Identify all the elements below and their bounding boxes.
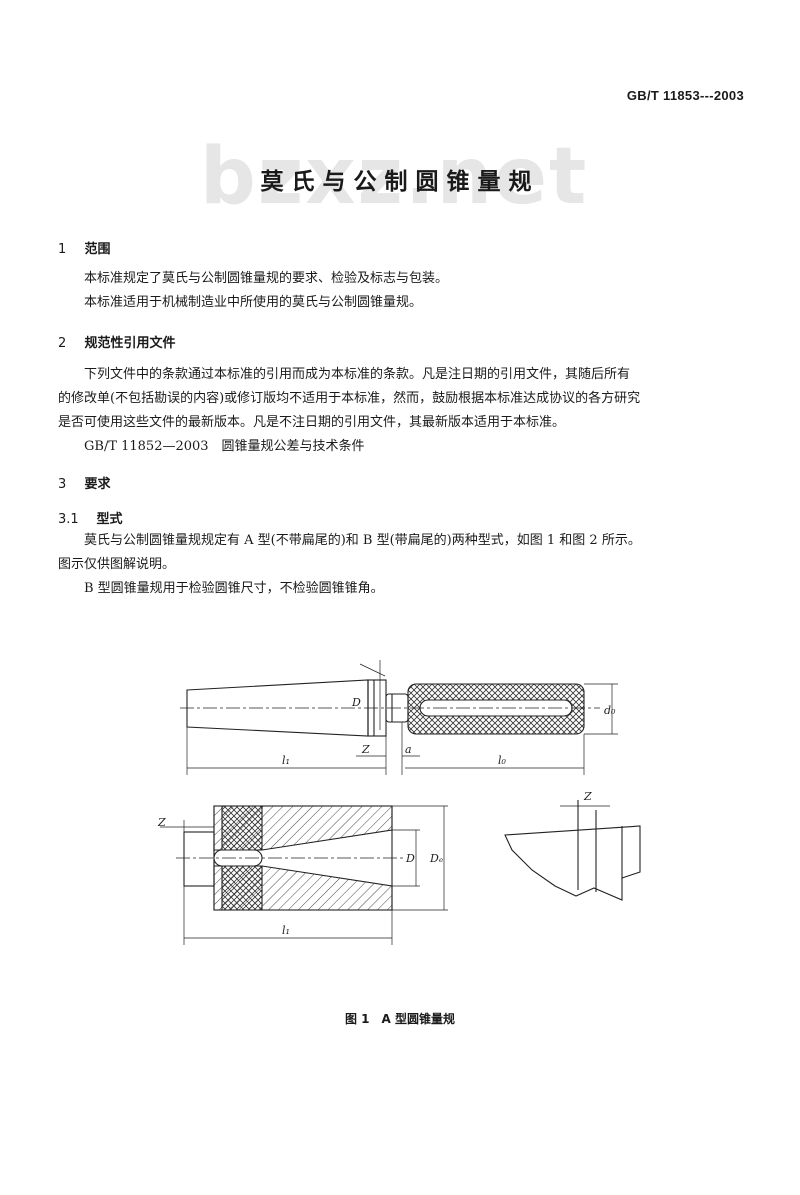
label-De: Dₑ bbox=[429, 852, 443, 865]
label-Z-detail: Z bbox=[583, 790, 592, 803]
section-3-1-para-2: B 型圆锥量规用于检验圆锥尺寸，不检验圆锥锥角。 bbox=[84, 581, 384, 596]
label-d0: d₀ bbox=[604, 704, 616, 717]
section-3-1-para-line-1: 莫氏与公制圆锥量规规定有 A 型(不带扁尾的)和 B 型(带扁尾的)两种型式，如… bbox=[84, 533, 641, 548]
section-1-number: 1 bbox=[58, 242, 67, 257]
normative-reference: GB/T 11852—2003 圆锥量规公差与技术条件 bbox=[84, 439, 365, 454]
section-1-para-1: 本标准规定了莫氏与公制圆锥量规的要求、检验及标志与包装。 bbox=[84, 271, 449, 286]
gauge-plug-drawing bbox=[180, 660, 618, 775]
watermark: bzxz.net bbox=[200, 132, 589, 222]
section-3-title: 要求 bbox=[84, 477, 111, 492]
gauge-ring-drawing bbox=[160, 805, 448, 945]
section-2-number: 2 bbox=[58, 336, 67, 351]
label-Z-plug: Z bbox=[361, 743, 370, 756]
section-3-1-number: 3.1 bbox=[58, 512, 79, 527]
label-D-plug: D bbox=[351, 696, 361, 709]
section-3-number: 3 bbox=[58, 477, 67, 492]
label-D-ring: D bbox=[405, 852, 415, 865]
section-1-para-2: 本标准适用于机械制造业中所使用的莫氏与公制圆锥量规。 bbox=[84, 295, 423, 310]
section-1-heading: 1 范围 bbox=[58, 238, 111, 257]
label-Z-ring: Z bbox=[157, 816, 166, 829]
section-2-heading: 2 规范性引用文件 bbox=[58, 332, 176, 351]
document-title: 莫氏与公制圆锥量规 bbox=[260, 169, 540, 195]
section-2-title: 规范性引用文件 bbox=[84, 336, 176, 351]
standard-code: GB/T 11853---2003 bbox=[626, 88, 744, 103]
label-l1-plug: l₁ bbox=[282, 754, 290, 767]
section-2-para-line-2: 的修改单(不包括勘误的内容)或修订版均不适用于本标准，然而，鼓励根据本标准达成协… bbox=[58, 391, 641, 406]
section-1-title: 范围 bbox=[84, 242, 111, 257]
section-3-1-title: 型式 bbox=[96, 512, 123, 527]
section-2-para-line-3: 是否可使用这些文件的最新版本。凡是不注日期的引用文件，其最新版本适用于本标准。 bbox=[58, 415, 566, 430]
section-3-1-para-line-2: 图示仅供图解说明。 bbox=[58, 557, 176, 572]
section-3-1-heading: 3.1 型式 bbox=[58, 508, 123, 527]
section-2-para-line-1: 下列文件中的条款通过本标准的引用而成为本标准的条款。凡是注日期的引用文件，其随后… bbox=[84, 367, 631, 382]
detail-view-drawing bbox=[504, 800, 641, 901]
section-3-heading: 3 要求 bbox=[58, 473, 111, 492]
figure-1-caption: 图 1 A 型圆锥量规 bbox=[345, 1012, 455, 1026]
label-l1-ring: l₁ bbox=[282, 924, 290, 937]
label-l0: l₀ bbox=[498, 754, 507, 767]
label-a: a bbox=[405, 743, 412, 756]
